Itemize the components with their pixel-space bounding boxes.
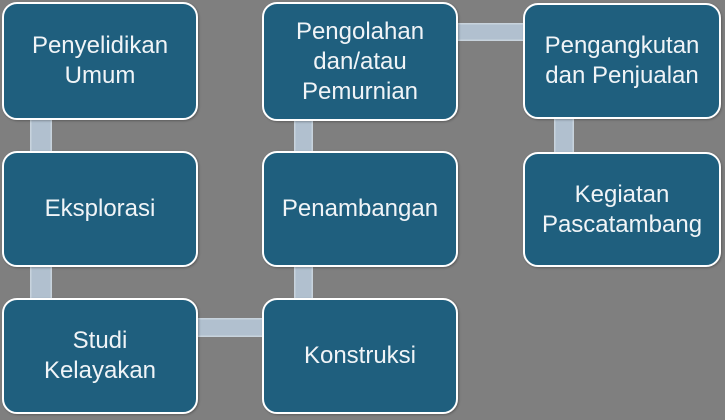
process-box-penambangan: Penambangan xyxy=(262,151,458,267)
connector-pengolahan-pengangkutan xyxy=(450,23,532,41)
connector-pengangkutan-pascatambang xyxy=(554,110,574,162)
connector-eksplorasi-studi xyxy=(30,258,52,308)
process-box-pengolahan-pemurnian: Pengolahan dan/atau Pemurnian xyxy=(262,2,458,121)
process-box-kegiatan-pascatambang: Kegiatan Pascatambang xyxy=(523,152,721,267)
process-box-konstruksi: Konstruksi xyxy=(262,298,458,414)
process-box-pengangkutan-penjualan: Pengangkutan dan Penjualan xyxy=(523,3,721,119)
process-box-penyelidikan-umum: Penyelidikan Umum xyxy=(2,2,198,120)
connector-studi-konstruksi xyxy=(190,318,272,337)
connector-penambangan-pengolahan xyxy=(294,112,313,160)
connector-konstruksi-penambangan xyxy=(294,258,313,308)
connector-penyelidikan-eksplorasi xyxy=(30,110,52,160)
process-box-eksplorasi: Eksplorasi xyxy=(2,151,198,267)
process-box-studi-kelayakan: Studi Kelayakan xyxy=(2,298,198,414)
